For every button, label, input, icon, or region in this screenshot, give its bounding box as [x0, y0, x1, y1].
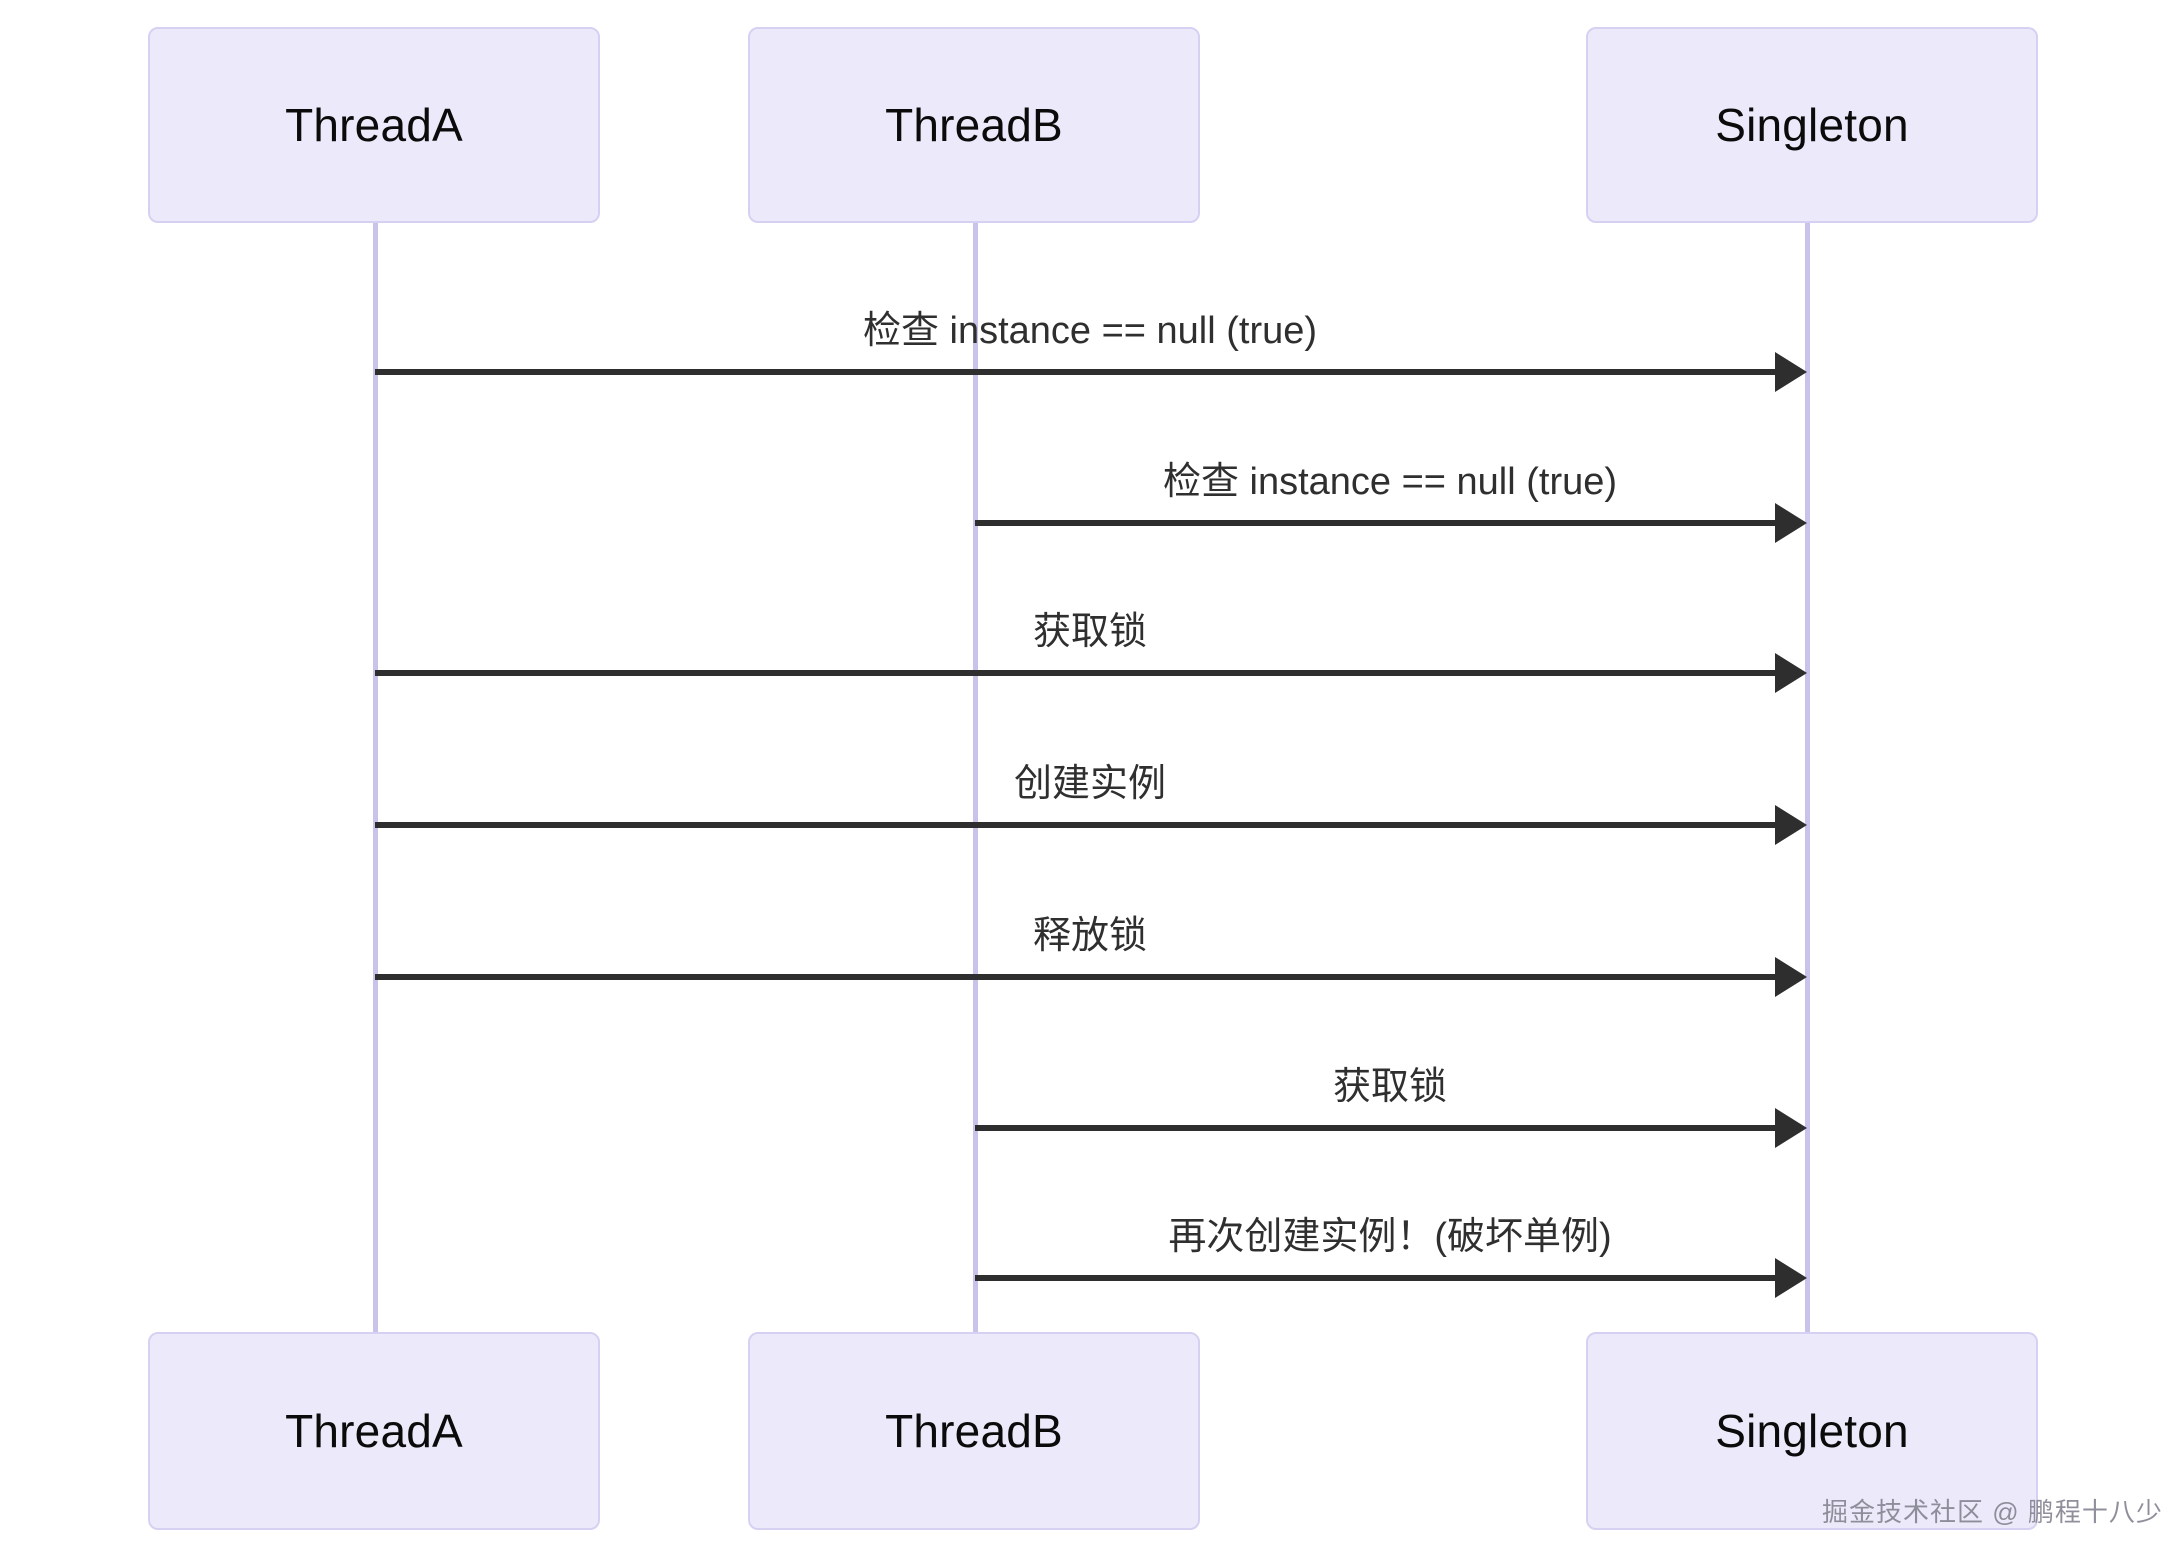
participant-label-threadA-bottom: ThreadA — [285, 1405, 463, 1457]
message-label-7: 再次创建实例！(破坏单例) — [1168, 1216, 1612, 1258]
lifeline-threadA — [373, 223, 378, 1333]
message-line-7 — [975, 1275, 1777, 1281]
message-line-1 — [375, 369, 1777, 375]
message-arrowhead-3 — [1775, 653, 1807, 693]
participant-label-singleton-bottom: Singleton — [1715, 1405, 1909, 1457]
message-line-3 — [375, 670, 1777, 676]
lifeline-singleton — [1805, 223, 1810, 1333]
message-arrowhead-1 — [1775, 352, 1807, 392]
message-label-4: 创建实例 — [1013, 763, 1167, 805]
message-line-4 — [375, 822, 1777, 828]
message-arrowhead-5 — [1775, 957, 1807, 997]
message-line-5 — [375, 974, 1777, 980]
message-label-6: 获取锁 — [1332, 1066, 1448, 1108]
message-arrowhead-7 — [1775, 1258, 1807, 1298]
participant-box-threadB-top[interactable]: ThreadB — [748, 27, 1200, 223]
participant-label-singleton-top: Singleton — [1715, 99, 1909, 151]
lifeline-threadB — [973, 223, 978, 1333]
participant-box-threadB-bottom[interactable]: ThreadB — [748, 1332, 1200, 1530]
participant-box-threadA-bottom[interactable]: ThreadA — [148, 1332, 600, 1530]
participant-label-threadA-top: ThreadA — [285, 99, 463, 151]
message-arrowhead-6 — [1775, 1108, 1807, 1148]
message-line-2 — [975, 520, 1777, 526]
message-label-1: 检查 instance == null (true) — [862, 310, 1318, 352]
message-label-5: 释放锁 — [1032, 915, 1148, 957]
participant-label-threadB-bottom: ThreadB — [885, 1405, 1063, 1457]
participant-box-singleton-bottom[interactable]: Singleton — [1586, 1332, 2038, 1530]
message-arrowhead-4 — [1775, 805, 1807, 845]
message-arrowhead-2 — [1775, 503, 1807, 543]
watermark: 掘金技术社区 @ 鹏程十八少 — [1822, 1497, 2163, 1527]
participant-label-threadB-top: ThreadB — [885, 99, 1063, 151]
message-line-6 — [975, 1125, 1777, 1131]
participant-box-singleton-top[interactable]: Singleton — [1586, 27, 2038, 223]
message-label-2: 检查 instance == null (true) — [1162, 461, 1618, 503]
message-label-3: 获取锁 — [1032, 611, 1148, 653]
participant-box-threadA-top[interactable]: ThreadA — [148, 27, 600, 223]
